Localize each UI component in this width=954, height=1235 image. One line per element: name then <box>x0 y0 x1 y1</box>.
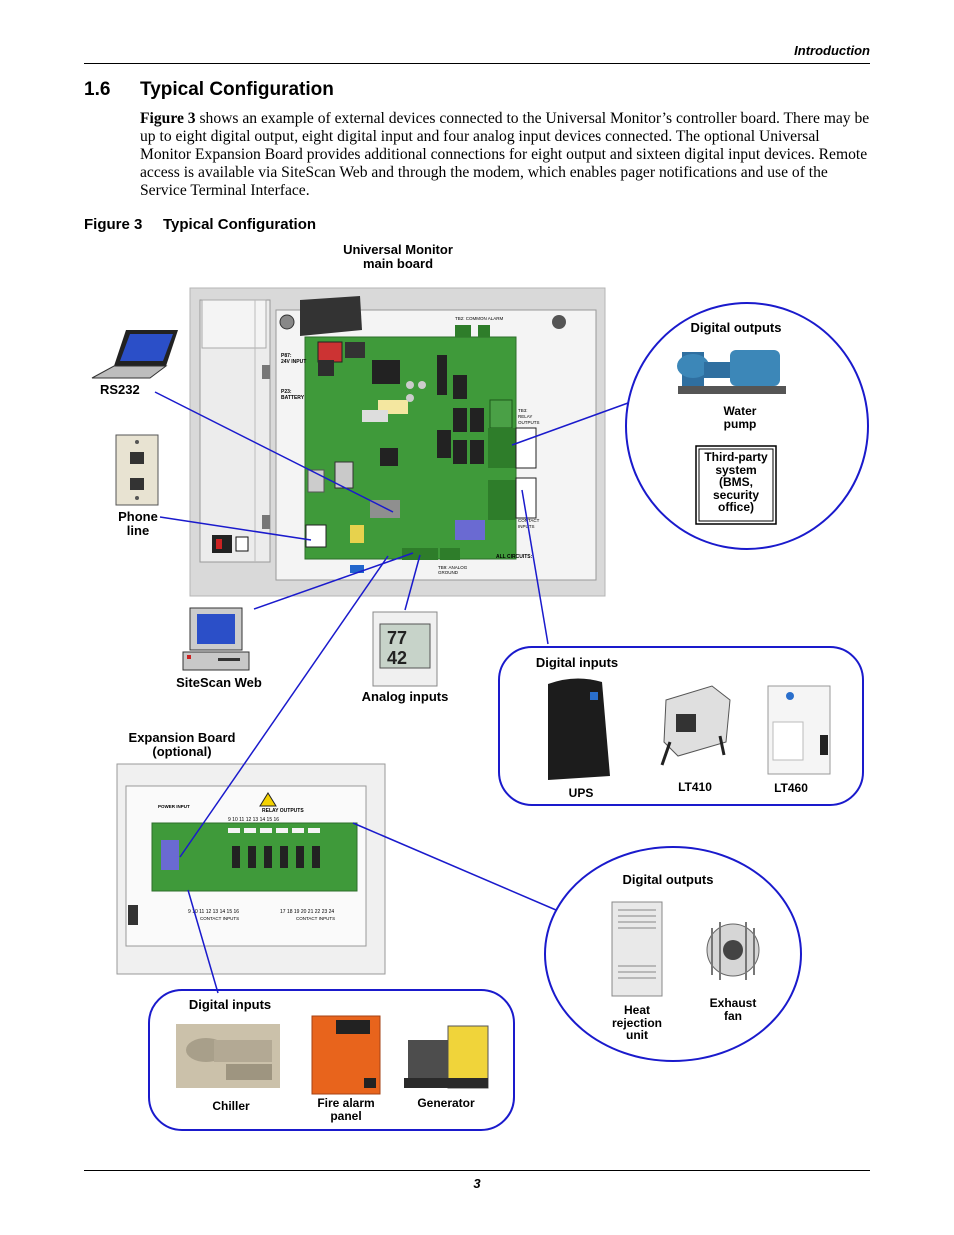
p87-label: P87: <box>281 353 292 359</box>
phone-line-label: Phone line <box>110 510 166 538</box>
figure-reference: Figure 3 <box>140 110 196 127</box>
chiller-label: Chiller <box>212 1099 250 1113</box>
main-board-label: Universal Monitor main board <box>330 243 466 271</box>
running-header: Introduction <box>794 43 870 58</box>
figure-number: Figure 3 <box>84 216 143 233</box>
chiller-icon <box>176 1024 280 1088</box>
phone-jack-icon <box>115 434 159 506</box>
expansion-relay-numbers: 9 10 11 12 13 14 15 16 <box>228 817 279 823</box>
digital-outputs-top-group <box>625 302 869 550</box>
third-party-system-label: Third-party system (BMS, security office… <box>696 451 776 514</box>
expansion-enclosure <box>116 763 386 975</box>
third-party-label-1: Third-party <box>704 450 768 464</box>
tb9-label: TB9: ANALOG <box>438 565 468 570</box>
footer-rule <box>84 1170 870 1171</box>
exhaust-label-1: Exhaust <box>709 996 757 1010</box>
heat-label-1: Heat <box>623 1003 650 1017</box>
digital-outputs-bottom-title: Digital outputs <box>622 872 714 887</box>
main-board-label-line2: main board <box>362 256 434 271</box>
desktop-computer-icon <box>182 607 250 671</box>
third-party-label-2: system <box>715 462 757 477</box>
tb3-relay-label: RELAY <box>518 414 532 419</box>
figure-caption: Figure 3 Typical Configuration <box>84 216 316 233</box>
page-number: 3 <box>473 1176 481 1191</box>
all-circuits-label: ALL CIRCUITS: <box>496 554 533 560</box>
digital-inputs-bottom-group <box>148 989 515 1131</box>
connector-lines <box>154 391 629 994</box>
ups-icon <box>548 678 610 780</box>
water-pump-label-1: Water <box>723 404 757 418</box>
digital-inputs-bottom-title: Digital inputs <box>188 997 272 1012</box>
fire-alarm-panel-icon <box>311 1015 381 1095</box>
main-board <box>304 325 537 573</box>
water-pump-label-2: pump <box>723 416 757 431</box>
sitescan-label: SiteScan Web <box>176 675 262 690</box>
p23-sub-label: BATTERY <box>281 395 305 401</box>
expansion-board-label-2: (optional) <box>152 744 212 759</box>
svg-text:42: 42 <box>387 648 407 668</box>
digital-outputs-bottom-group <box>544 846 802 1062</box>
p87-sub-label: 24V INPUT <box>281 359 306 365</box>
lt410-label: LT410 <box>678 780 712 794</box>
exhaust-label-2: fan <box>724 1008 742 1023</box>
svg-text:77: 77 <box>387 628 407 648</box>
rs232-label: RS232 <box>100 382 140 397</box>
water-pump-label: Water pump <box>700 405 780 430</box>
ups-label: UPS <box>568 786 594 800</box>
header-rule <box>84 63 870 64</box>
generator-label: Generator <box>417 1096 475 1110</box>
third-party-label-4: security <box>712 487 760 502</box>
section-title: Typical Configuration <box>140 79 334 100</box>
fire-alarm-label: Fire alarm panel <box>308 1097 384 1122</box>
heat-rejection-label: Heat rejection unit <box>604 1004 670 1042</box>
contact-label: CONTACT <box>518 518 540 523</box>
third-party-label-5: office) <box>718 500 754 514</box>
tb3-label: TB3: <box>518 408 528 413</box>
inputs-label: INPUTS <box>518 524 535 529</box>
fire-label-1: Fire alarm <box>317 1096 375 1110</box>
phone-line-label-2: line <box>126 523 150 538</box>
heat-label-2: rejection <box>611 1015 662 1030</box>
analog-inputs-label: Analog inputs <box>361 689 449 704</box>
ground-label: GROUND <box>438 570 459 575</box>
laptop-icon <box>91 330 178 379</box>
expansion-board-label: Expansion Board (optional) <box>110 731 254 759</box>
expansion-contact-inputs-left: CONTACT INPUTS <box>200 916 239 921</box>
expansion-contact-inputs-right: CONTACT INPUTS <box>296 916 335 921</box>
expansion-relay-outputs: RELAY OUTPUTS <box>262 808 304 814</box>
main-board-label-line1: Universal Monitor <box>343 242 453 257</box>
lt410-icon <box>660 685 731 766</box>
expansion-power-input: POWER INPUT <box>158 804 190 809</box>
section-number: 1.6 <box>84 79 111 100</box>
digital-outputs-top-title: Digital outputs <box>690 320 782 335</box>
heat-label-3: unit <box>626 1028 648 1042</box>
expansion-board-label-1: Expansion Board <box>128 730 236 745</box>
figure-title: Typical Configuration <box>163 216 317 233</box>
analog-sensor-icon: 77 42 <box>372 611 438 687</box>
body-paragraph: Figure 3 shows an example of external de… <box>140 110 870 200</box>
exhaust-fan-label: Exhaust fan <box>700 997 766 1022</box>
fire-label-2: panel <box>330 1108 362 1123</box>
expansion-input-numbers-right: 17 18 19 20 21 22 23 24 <box>280 909 334 915</box>
expansion-input-numbers-left: 9 10 11 12 13 14 15 16 <box>188 909 239 915</box>
digital-inputs-mid-group <box>498 646 864 806</box>
tb3-outputs-label: OUTPUTS <box>518 420 540 425</box>
p23-label: P23: <box>281 389 292 395</box>
third-party-label-3: (BMS, <box>719 475 753 489</box>
lt460-icon <box>767 685 831 775</box>
paragraph-text: shows an example of external devices con… <box>140 110 870 199</box>
digital-inputs-mid-title: Digital inputs <box>535 655 619 670</box>
lt460-label: LT460 <box>774 781 808 795</box>
phone-line-label-1: Phone <box>118 509 158 524</box>
generator-icon <box>404 1025 489 1089</box>
tb2-label: TB2: COMMON ALARM <box>455 316 504 321</box>
